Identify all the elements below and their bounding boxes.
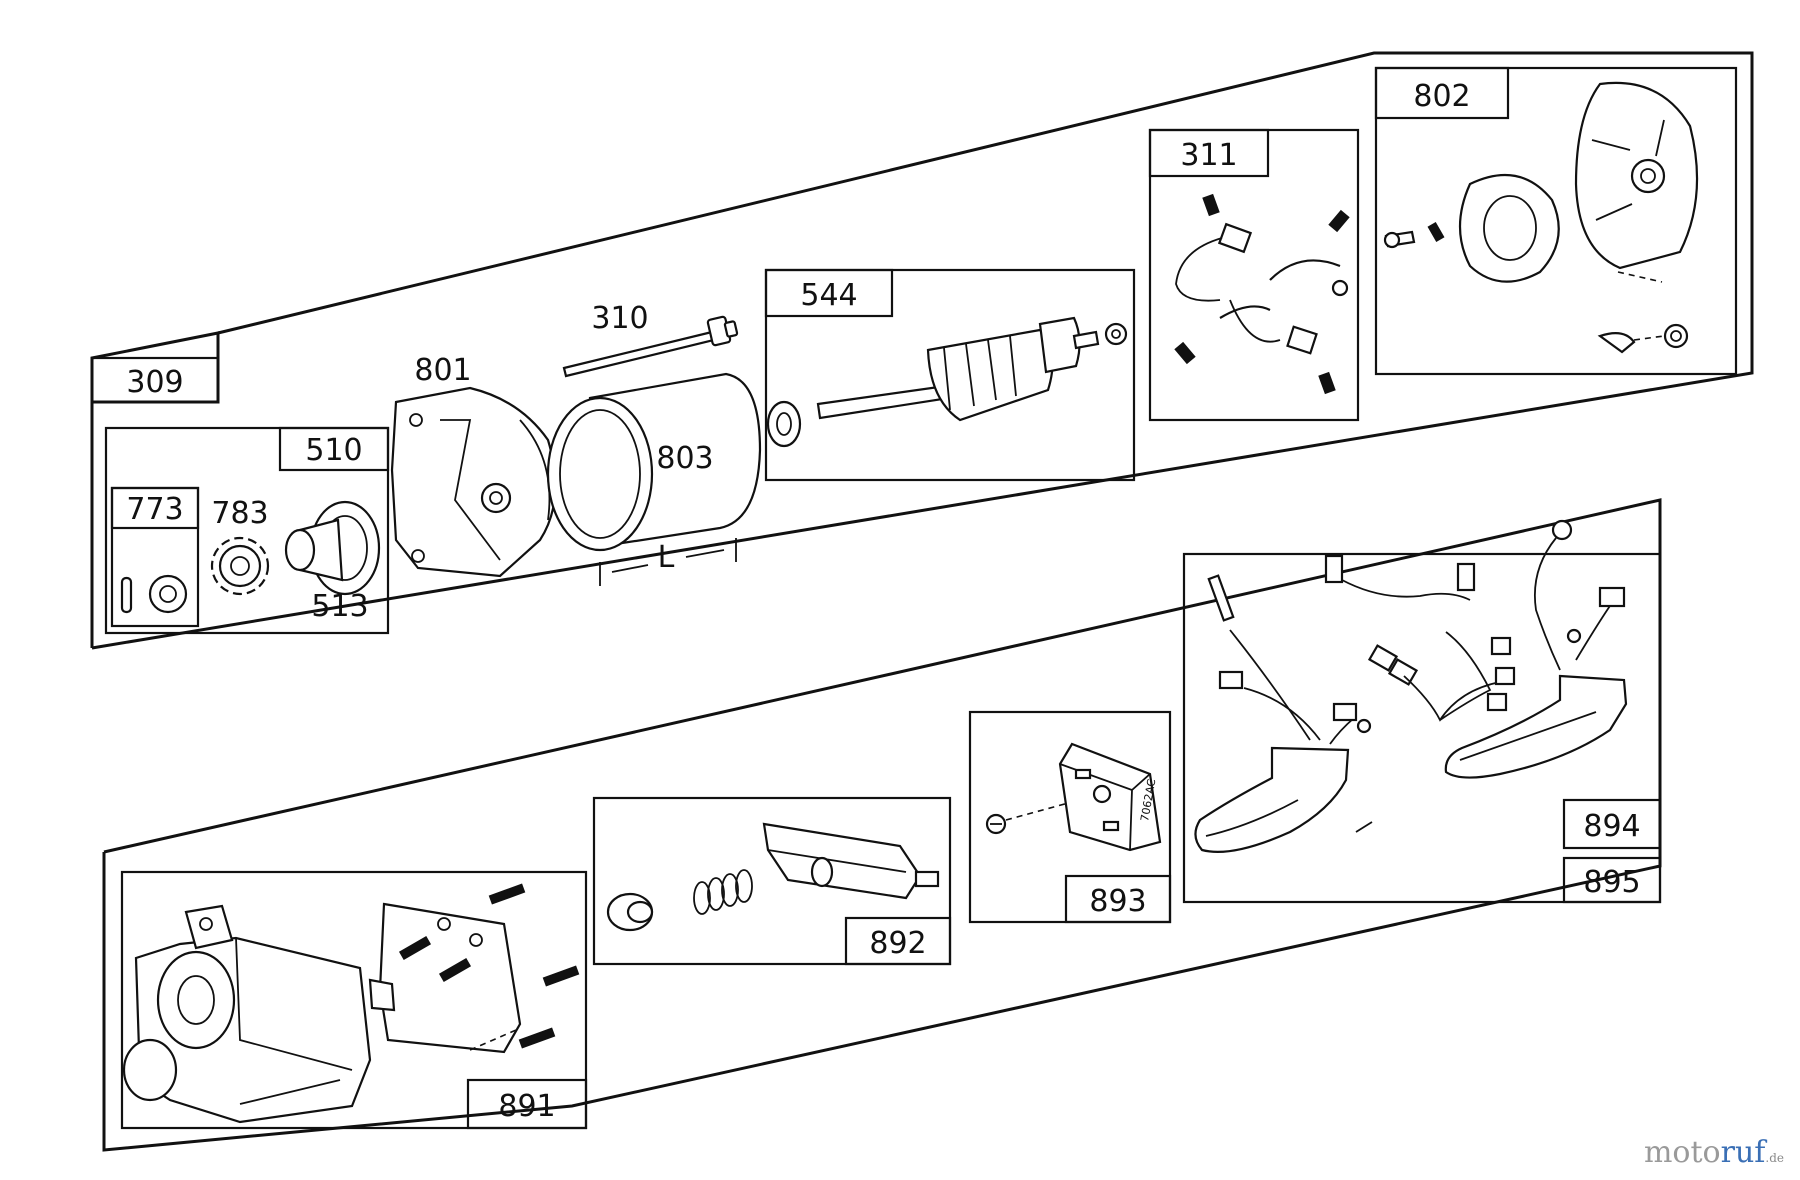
dimension-label-L: L bbox=[658, 540, 675, 575]
part-label-891: 891 bbox=[498, 1089, 555, 1124]
subassembly-544: 544 bbox=[764, 268, 1136, 482]
subassembly-802: 802 bbox=[1374, 66, 1738, 376]
nut bbox=[1663, 323, 1689, 349]
bottom-group-frame bbox=[102, 498, 1662, 1152]
part-label-311: 311 bbox=[1180, 138, 1237, 173]
harness-top bbox=[1324, 554, 1476, 601]
part-label-801: 801 bbox=[414, 353, 471, 388]
retainer-ring bbox=[120, 576, 133, 614]
thrust-washer bbox=[766, 400, 802, 448]
pinion-gear bbox=[210, 536, 270, 596]
part-label-544: 544 bbox=[800, 278, 857, 313]
part-label-513: 513 bbox=[311, 589, 368, 624]
part-label-892: 892 bbox=[869, 926, 926, 961]
motor-housing bbox=[546, 372, 762, 552]
part-label-510: 510 bbox=[305, 433, 362, 468]
top-group-frame: 309 bbox=[90, 51, 1754, 650]
subassembly-895: 895 894 bbox=[1182, 519, 1662, 904]
subassembly-311: 311 bbox=[1148, 128, 1360, 422]
part-label-893: 893 bbox=[1089, 884, 1146, 919]
solenoid-plate bbox=[368, 883, 580, 1054]
part-label-894: 894 bbox=[1583, 809, 1640, 844]
key-switch bbox=[762, 822, 940, 900]
nut bbox=[148, 574, 188, 614]
part-label-803: 803 bbox=[656, 441, 713, 476]
armature bbox=[816, 316, 1100, 422]
subassembly-893: 893 7062AC bbox=[968, 710, 1172, 924]
clip bbox=[1597, 331, 1636, 354]
part-label-309: 309 bbox=[126, 365, 183, 400]
subassembly-892: 892 bbox=[592, 796, 952, 966]
brush-holder bbox=[1383, 173, 1560, 283]
brush-wiring bbox=[1174, 193, 1350, 395]
part-label-310: 310 bbox=[591, 301, 648, 336]
part-label-773: 773 bbox=[126, 492, 183, 527]
drive-assembly bbox=[284, 500, 381, 596]
part-label-783: 783 bbox=[211, 496, 268, 531]
part-label-802: 802 bbox=[1413, 79, 1470, 114]
commutator-end-cap bbox=[1574, 81, 1699, 270]
rectifier: 7062AC bbox=[1058, 742, 1162, 852]
part-label-895: 895 bbox=[1583, 865, 1640, 900]
subassembly-891: 891 bbox=[120, 870, 588, 1130]
switch-button bbox=[606, 892, 654, 932]
subassembly-510: 510 773 783 513 bbox=[104, 426, 390, 635]
through-bolt bbox=[562, 315, 739, 378]
solenoid-housing bbox=[122, 904, 372, 1124]
harness-left bbox=[1194, 574, 1373, 853]
dimension-L: L bbox=[599, 538, 737, 586]
watermark-logo: motoruf.de bbox=[1643, 1135, 1784, 1170]
harness-right bbox=[1444, 519, 1628, 779]
spring bbox=[693, 869, 753, 915]
harness-middle bbox=[1367, 631, 1516, 722]
drive-end-cap bbox=[390, 386, 557, 578]
label-box-309 bbox=[90, 356, 220, 404]
washer bbox=[1104, 322, 1128, 346]
